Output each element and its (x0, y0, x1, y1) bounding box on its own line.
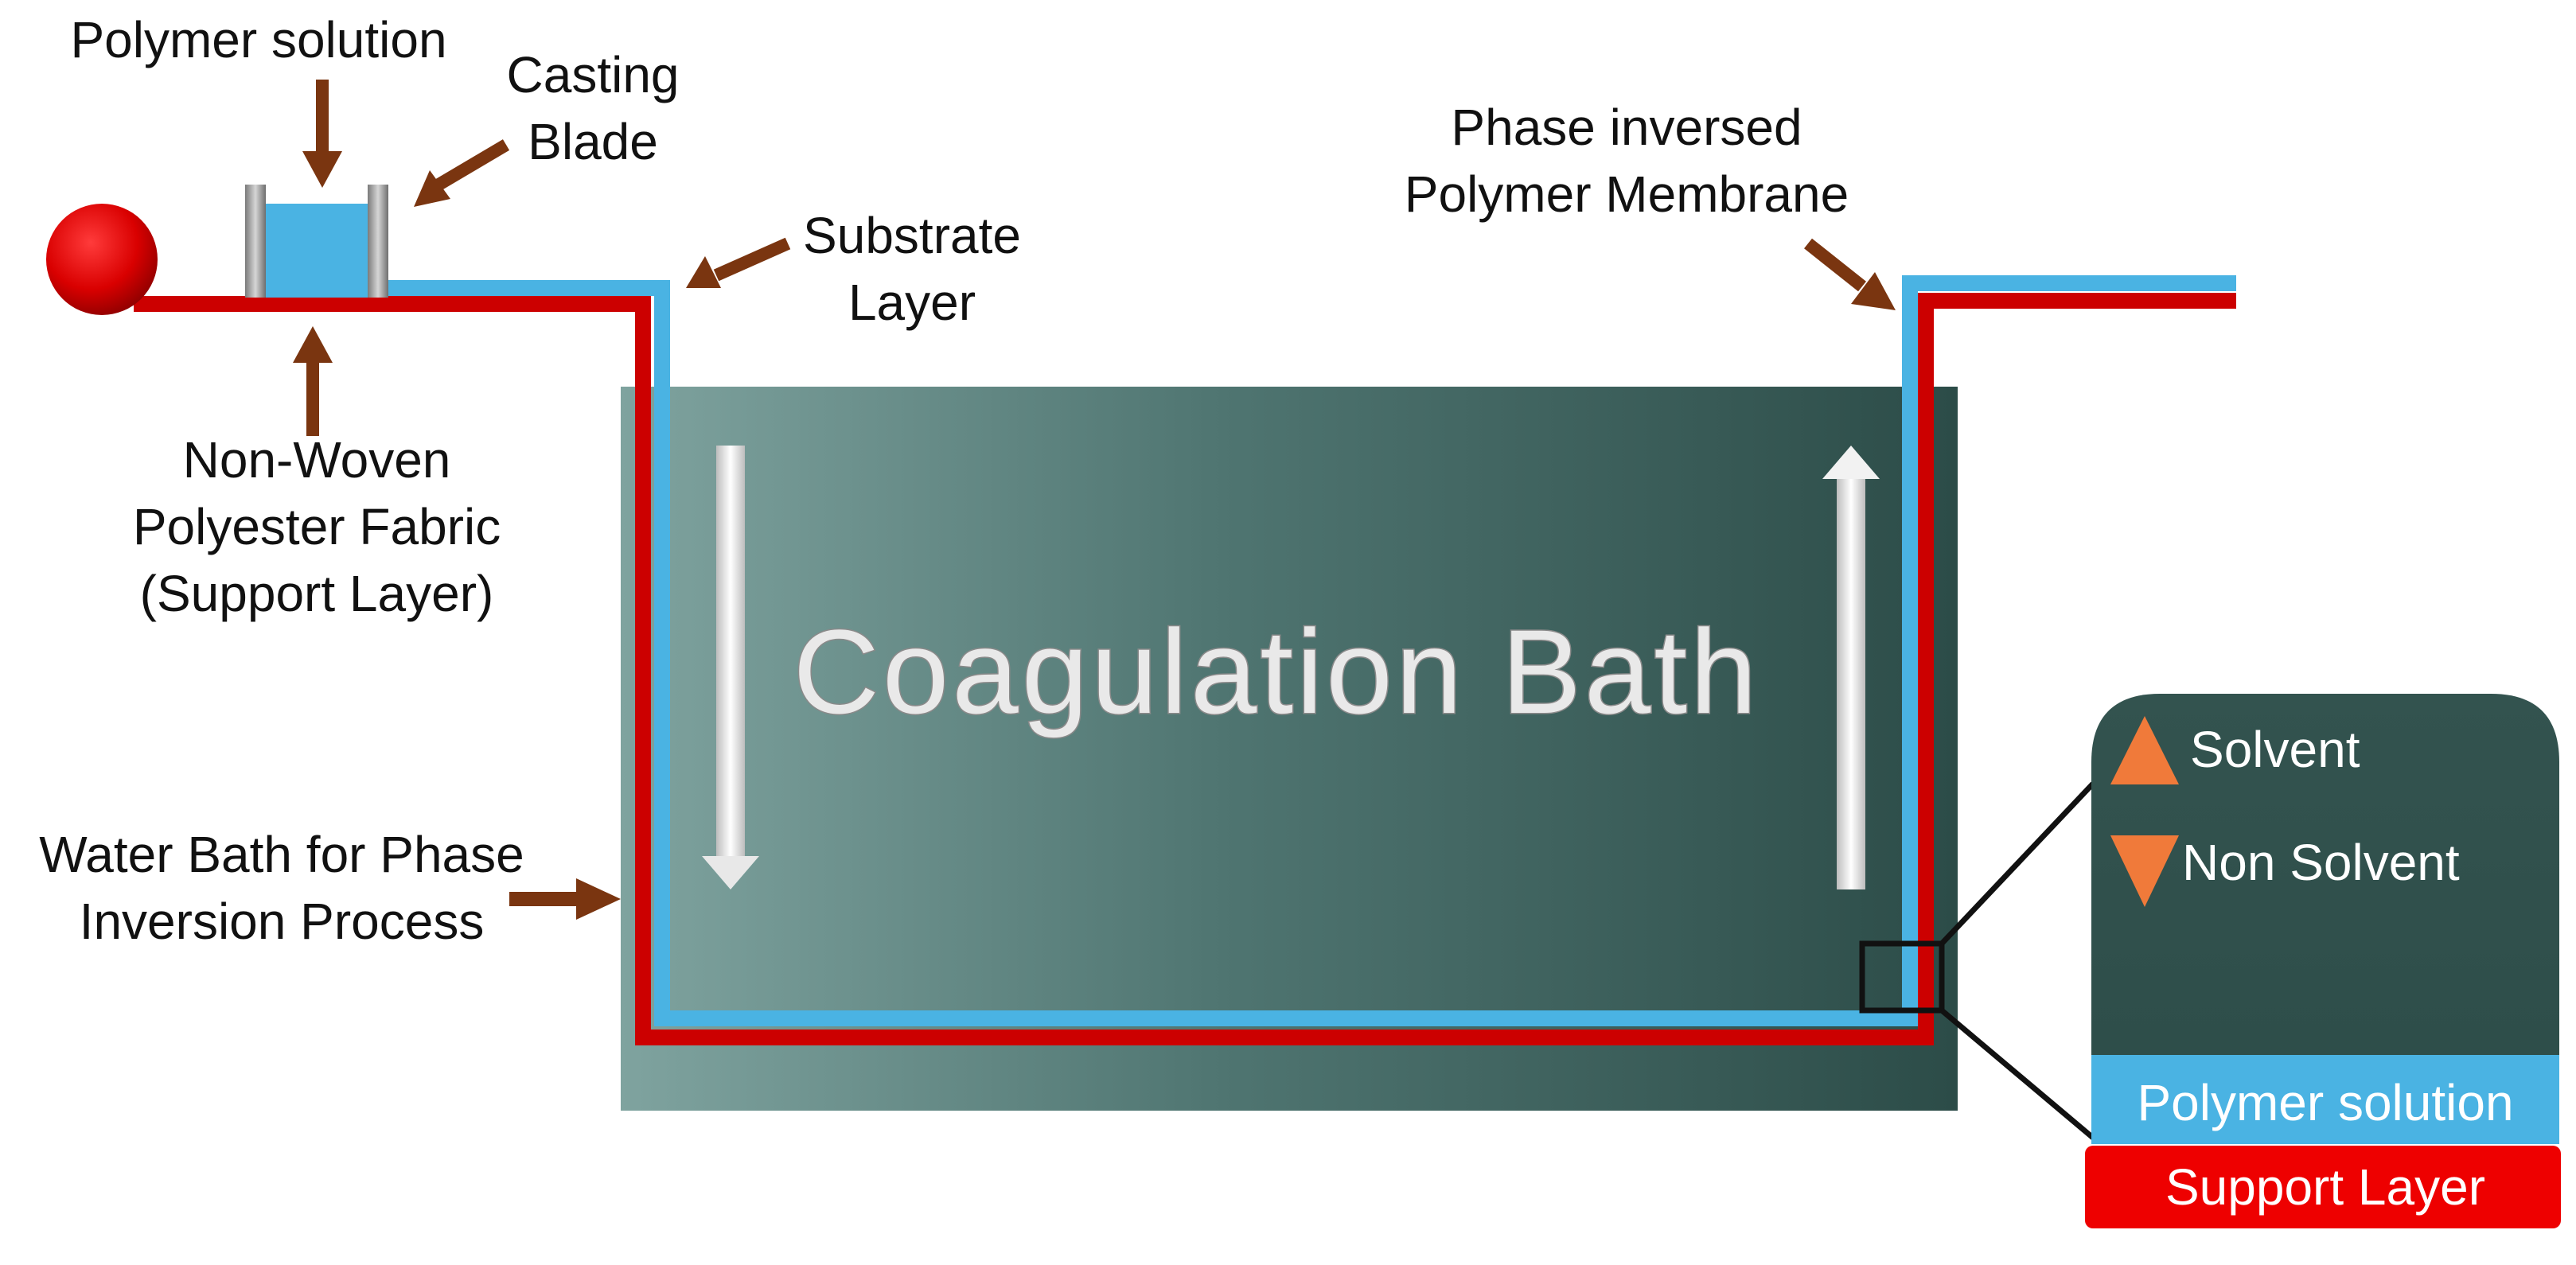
roller-ball (46, 204, 158, 315)
zoom-connector-top (1939, 781, 2095, 946)
inset-polymer-solution (2091, 1055, 2559, 1144)
inset-support-layer-label: Support Layer (2165, 1158, 2485, 1216)
inset-non-solvent-label: Non Solvent (2182, 834, 2460, 891)
inset-polymer-solution-label: Polymer solution (2137, 1074, 2513, 1131)
label-casting-line2: Blade (528, 113, 658, 170)
label-polymer-solution: Polymer solution (70, 11, 446, 68)
support-layer-line (134, 293, 2236, 1045)
zoom-connector-bottom (1939, 1008, 2095, 1140)
casting-blade-right (368, 185, 388, 298)
bath-title: Coagulation Bath (793, 605, 1760, 738)
label-fabric-line2: Polyester Fabric (133, 498, 501, 555)
label-membrane-line2: Polymer Membrane (1405, 165, 1849, 223)
inset-background (2091, 694, 2559, 1063)
polymer-layer-line (263, 275, 2236, 1026)
coagulation-bath (621, 387, 1958, 1111)
label-fabric-line3: (Support Layer) (140, 565, 494, 622)
casting-blade-left (245, 185, 266, 298)
label-substrate-line1: Substrate (803, 207, 1021, 264)
inset-solvent-label: Solvent (2190, 721, 2360, 778)
layer-inset (2085, 694, 2561, 1228)
arrow-membrane (1804, 238, 1866, 292)
label-casting-line1: Casting (507, 46, 680, 103)
arrow-substrate (713, 237, 791, 282)
annotation-arrows (293, 80, 1896, 920)
label-substrate-line2: Layer (848, 274, 976, 331)
label-fabric-line1: Non-Woven (183, 431, 451, 488)
inset-support-layer (2085, 1146, 2561, 1228)
polymer-reservoir (253, 204, 371, 298)
solvent-up-triangle-icon (2110, 716, 2179, 784)
flow-arrow-up (1822, 446, 1880, 889)
label-water-line2: Inversion Process (80, 893, 485, 950)
non-solvent-down-triangle-icon (2110, 835, 2179, 907)
zoom-region (1859, 940, 1945, 1014)
label-water-line1: Water Bath for Phase (39, 826, 524, 883)
arrow-casting-blade (432, 139, 510, 192)
flow-arrow-down (702, 446, 759, 889)
label-membrane-line1: Phase inversed (1451, 99, 1802, 156)
